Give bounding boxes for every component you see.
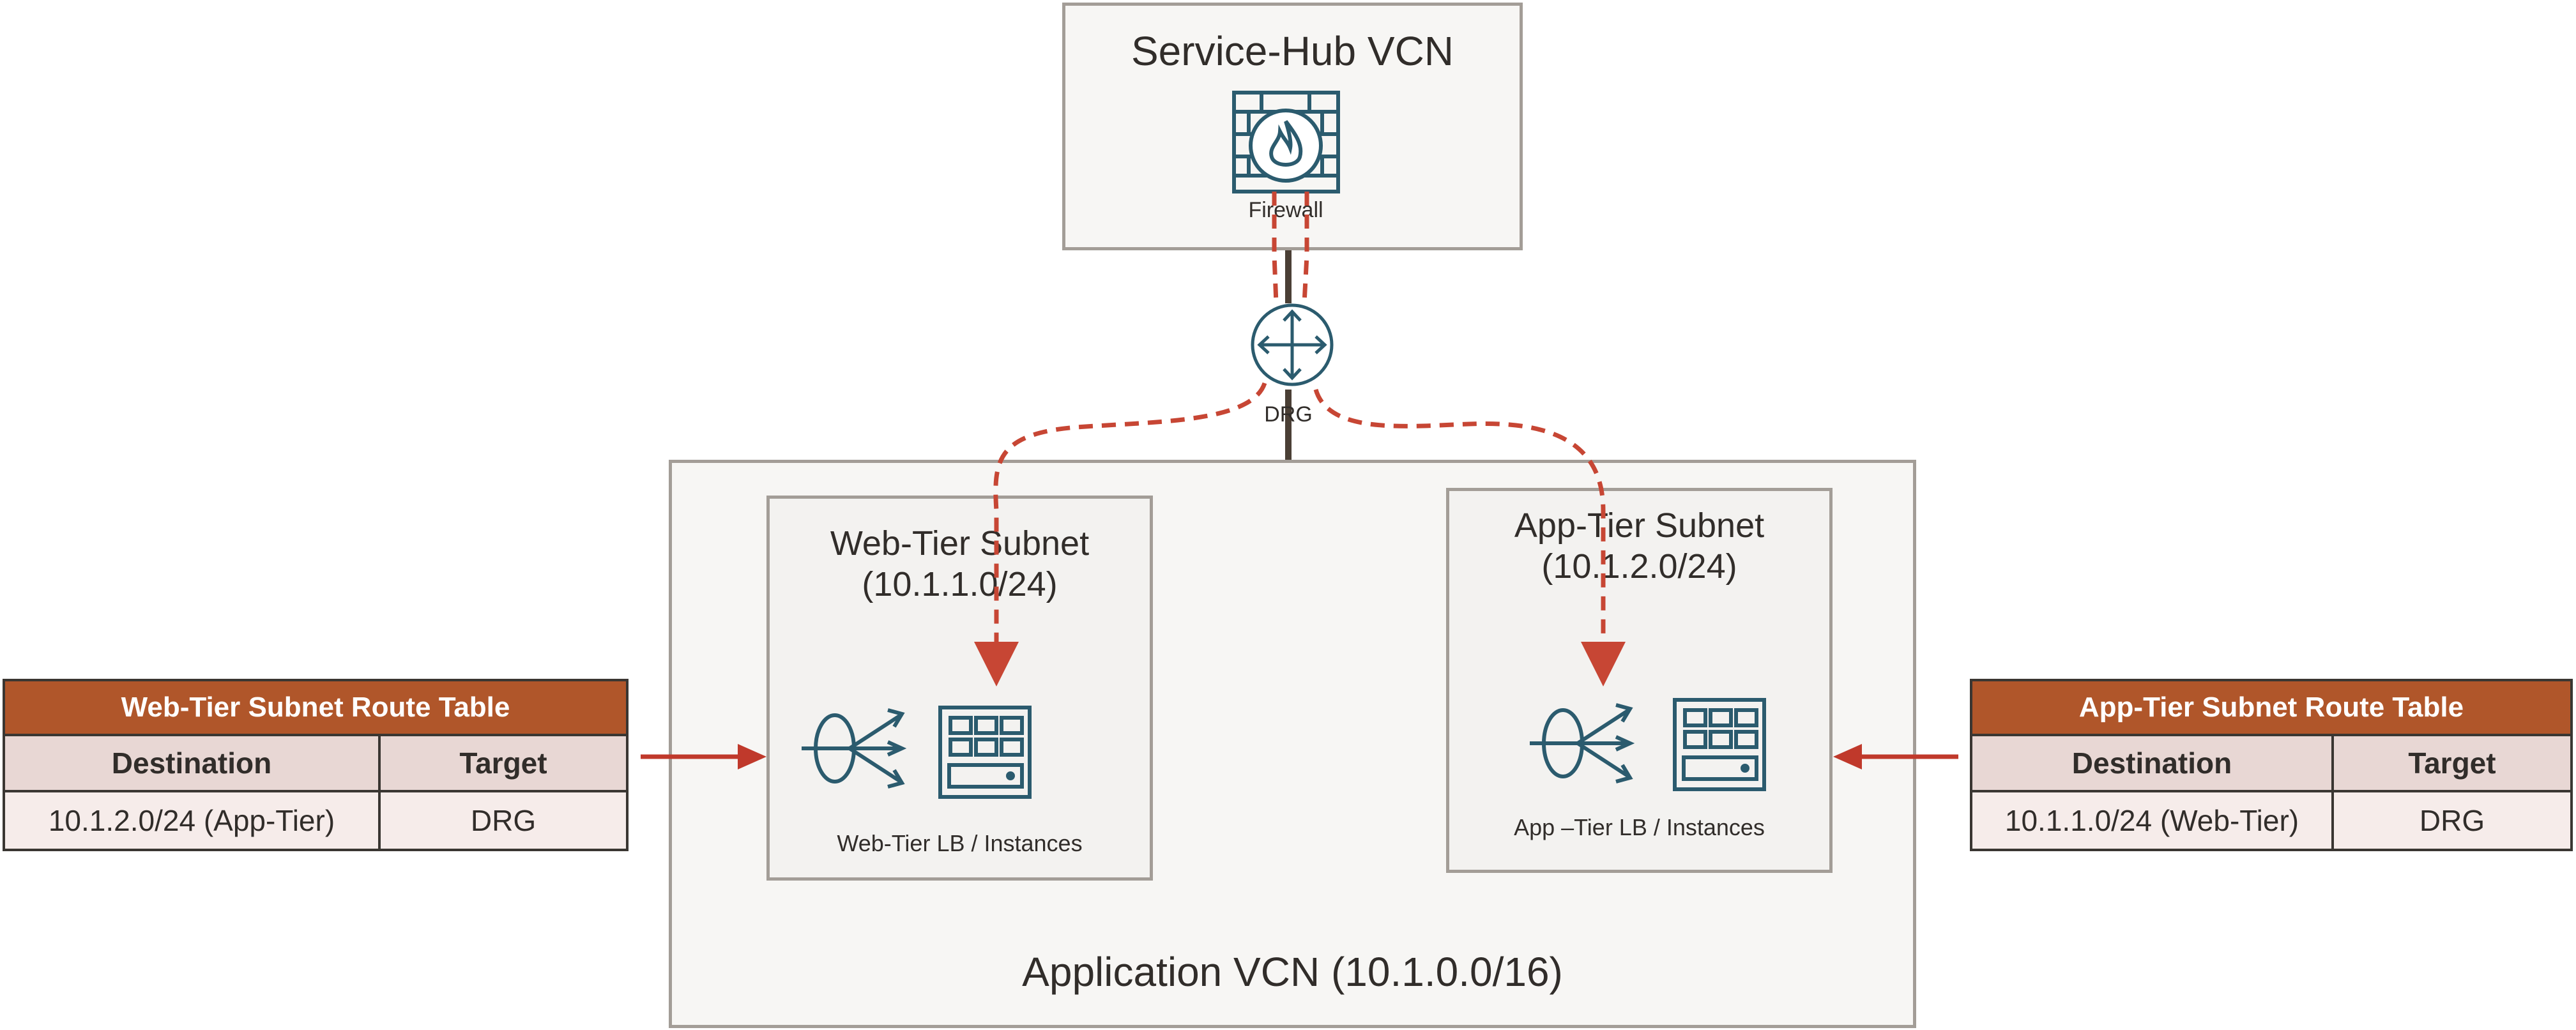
service-hub-vcn: Service-Hub VCN [1062,3,1523,250]
app-subnet-cidr: (10.1.2.0/24) [1541,547,1737,586]
app-subnet-name: App-Tier Subnet [1514,506,1765,545]
firewall-icon [1232,91,1340,193]
web-subnet-name: Web-Tier Subnet [830,524,1090,563]
app-route-target-cell: DRG [2331,790,2573,851]
app-load-balancer-icon [1530,703,1635,784]
app-tier-subnet: App-Tier Subnet (10.1.2.0/24) App –Tier … [1446,488,1833,873]
table-row: 10.1.1.0/24 (Web-Tier) DRG [1970,790,2573,851]
app-subnet-title: App-Tier Subnet (10.1.2.0/24) [1449,505,1829,587]
web-instances-label: Web-Tier LB / Instances [837,830,1083,856]
table-row: 10.1.2.0/24 (App-Tier) DRG [3,790,629,851]
application-vcn-title: Application VCN (10.1.0.0/16) [1022,949,1563,995]
route-paths [974,192,1626,686]
app-route-destination-cell: 10.1.1.0/24 (Web-Tier) [1970,790,2334,851]
web-load-balancer-icon [802,708,907,789]
web-route-table-title: Web-Tier Subnet Route Table [3,679,629,736]
firewall-label: Firewall [1248,198,1323,222]
web-tier-subnet: Web-Tier Subnet (10.1.1.0/24) Web-Tier L… [766,496,1153,881]
web-subnet-cidr: (10.1.1.0/24) [862,565,1058,603]
web-instances-icon [938,706,1032,799]
web-tier-route-table: Web-Tier Subnet Route Table Destination … [3,679,629,851]
drg-icon [1251,303,1334,386]
web-route-table-target-header: Target [378,734,629,792]
web-subnet-title: Web-Tier Subnet (10.1.1.0/24) [770,523,1150,605]
route-table-arrows [641,744,1958,769]
web-route-target-cell: DRG [378,790,629,851]
app-tier-route-table: App-Tier Subnet Route Table Destination … [1970,679,2573,851]
app-route-table-title: App-Tier Subnet Route Table [1970,679,2573,736]
drg-label: DRG [1264,402,1313,427]
app-route-table-target-header: Target [2331,734,2573,792]
web-route-table-destination-header: Destination [3,734,381,792]
app-instances-label: App –Tier LB / Instances [1514,814,1765,840]
app-route-table-destination-header: Destination [1970,734,2334,792]
app-instances-icon [1673,698,1766,791]
web-route-destination-cell: 10.1.2.0/24 (App-Tier) [3,790,381,851]
service-hub-vcn-title: Service-Hub VCN [1131,28,1454,74]
